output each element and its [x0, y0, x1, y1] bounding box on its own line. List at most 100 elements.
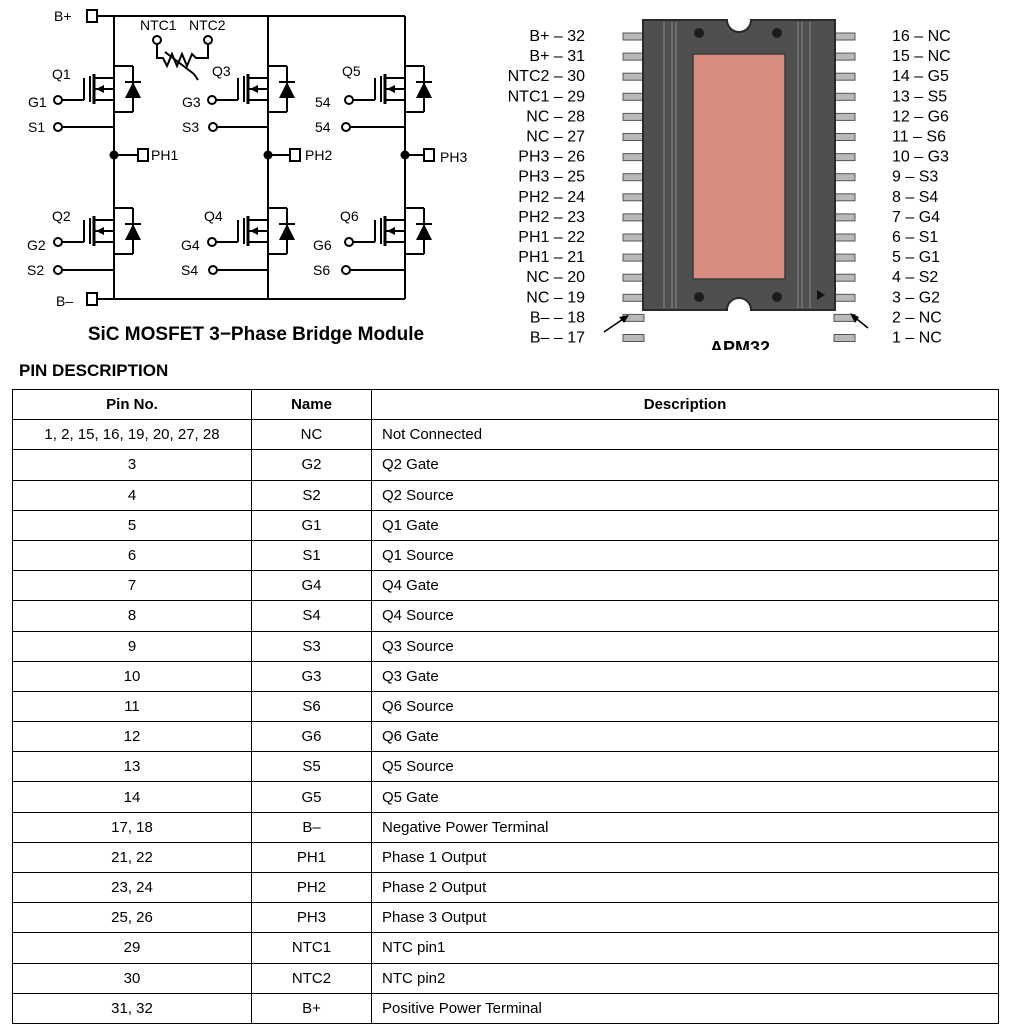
pin-description-cell: NTC pin1	[371, 932, 999, 964]
pin-name-cell: S2	[251, 479, 372, 511]
pin-name-cell: B–	[251, 811, 372, 843]
bridge-schematic: B+ B– NTC1 NTC2 Q1 G1 S1 Q3 G3 S3 Q5 54 …	[27, 8, 467, 309]
pin-name-cell: PH1	[251, 841, 372, 874]
right-pin-label: 12 – G6	[892, 108, 949, 125]
left-pin-label: PH3 – 25	[518, 169, 585, 186]
right-pin-label: 7 – G4	[892, 209, 940, 226]
right-arrow-head	[850, 313, 859, 323]
pin-description-cell: Q1 Gate	[371, 509, 999, 541]
ph3-terminal	[423, 148, 435, 162]
pin-description-cell: Negative Power Terminal	[371, 811, 999, 843]
header-description: Description	[371, 388, 999, 421]
right-lead	[833, 92, 856, 101]
q2-label: Q2	[52, 208, 71, 224]
right-lead	[833, 52, 856, 61]
pin-number-cell: 7	[12, 570, 252, 602]
pin-description-cell: Q3 Gate	[371, 660, 999, 692]
left-pin-label: PH2 – 24	[518, 189, 585, 206]
right-pin-label: 11 – S6	[892, 129, 946, 146]
ph1-terminal	[137, 148, 149, 162]
pin-description-cell: Phase 1 Output	[371, 841, 999, 874]
right-pin-label: 5 – G1	[892, 249, 940, 266]
pin-name-cell: S4	[251, 600, 372, 632]
right-lead	[833, 193, 856, 202]
pin-description-cell: Phase 3 Output	[371, 902, 999, 934]
pin-name-cell: PH3	[251, 902, 372, 934]
pin-number-cell: 4	[12, 479, 252, 511]
pin-description-cell: Q1 Source	[371, 539, 999, 572]
header-pin-no: Pin No.	[12, 388, 252, 421]
right-pin-label: 15 – NC	[892, 48, 951, 65]
pin-number-cell: 21, 22	[12, 841, 252, 874]
pin-description-cell: Q2 Source	[371, 479, 999, 511]
pin-name-cell: S3	[251, 630, 372, 662]
s1-label: S1	[28, 119, 45, 135]
pin-description-cell: Phase 2 Output	[371, 871, 999, 904]
pin-name-cell: G4	[251, 570, 372, 602]
left-pin-label: B+ – 31	[529, 48, 585, 65]
pin-description-cell: Q4 Gate	[371, 570, 999, 602]
right-pin-label: 14 – G5	[892, 68, 949, 85]
s6-label: S6	[313, 262, 330, 278]
pin-description-cell: Not Connected	[371, 419, 999, 451]
left-lead	[622, 112, 645, 121]
left-lead	[622, 253, 645, 262]
pin-name-cell: G5	[251, 781, 372, 813]
left-lead	[622, 92, 645, 101]
pin-name-cell: NTC1	[251, 932, 372, 964]
b-plus-terminal	[86, 9, 98, 23]
pin-name-cell: G3	[251, 660, 372, 692]
right-lead	[833, 233, 856, 242]
right-pin-label: 8 – S4	[892, 189, 938, 206]
b-minus-terminal	[86, 292, 98, 306]
package-name: APM32	[710, 338, 770, 350]
header-name: Name	[251, 388, 372, 421]
pin1-marker	[817, 290, 825, 300]
pin-description-cell: Q5 Gate	[371, 781, 999, 813]
right-pin-label: 3 – G2	[892, 289, 940, 306]
pin-number-cell: 6	[12, 539, 252, 572]
right-pin-label: 4 – S2	[892, 269, 938, 286]
pin-number-cell: 23, 24	[12, 871, 252, 904]
pin-name-cell: NTC2	[251, 962, 372, 994]
pin-description-cell: Q5 Source	[371, 751, 999, 783]
pin-description-cell: Q4 Source	[371, 600, 999, 632]
right-pin-label: 9 – S3	[892, 169, 938, 186]
q3-label: Q3	[212, 63, 231, 79]
left-pin-label: NC – 19	[526, 289, 585, 306]
right-pin-label: 6 – S1	[892, 229, 938, 246]
pin-number-cell: 8	[12, 600, 252, 632]
s4-label: S4	[181, 262, 198, 278]
left-pin-label: PH1 – 22	[518, 229, 585, 246]
pin-number-cell: 1, 2, 15, 16, 19, 20, 27, 28	[12, 419, 252, 451]
left-pin-label: B– – 17	[530, 330, 585, 347]
table-header-row: Pin No. Name Description	[12, 388, 999, 421]
pin-description-cell: Q3 Source	[371, 630, 999, 662]
right-lead	[833, 153, 856, 162]
pin-number-cell: 29	[12, 932, 252, 964]
pin-description-cell: Q6 Source	[371, 690, 999, 723]
pin-description-cell: Positive Power Terminal	[371, 992, 999, 1024]
pin-number-cell: 30	[12, 962, 252, 994]
pin-number-cell: 5	[12, 509, 252, 541]
pin-number-cell: 13	[12, 751, 252, 783]
right-pin-label: 2 – NC	[892, 309, 942, 326]
b-minus-label: B–	[56, 293, 73, 309]
schematic-caption: SiC MOSFET 3−Phase Bridge Module	[87, 324, 425, 345]
right-pin-label: 1 – NC	[892, 330, 942, 347]
g6-label: G6	[313, 237, 332, 253]
pin-name-cell: S5	[251, 751, 372, 783]
